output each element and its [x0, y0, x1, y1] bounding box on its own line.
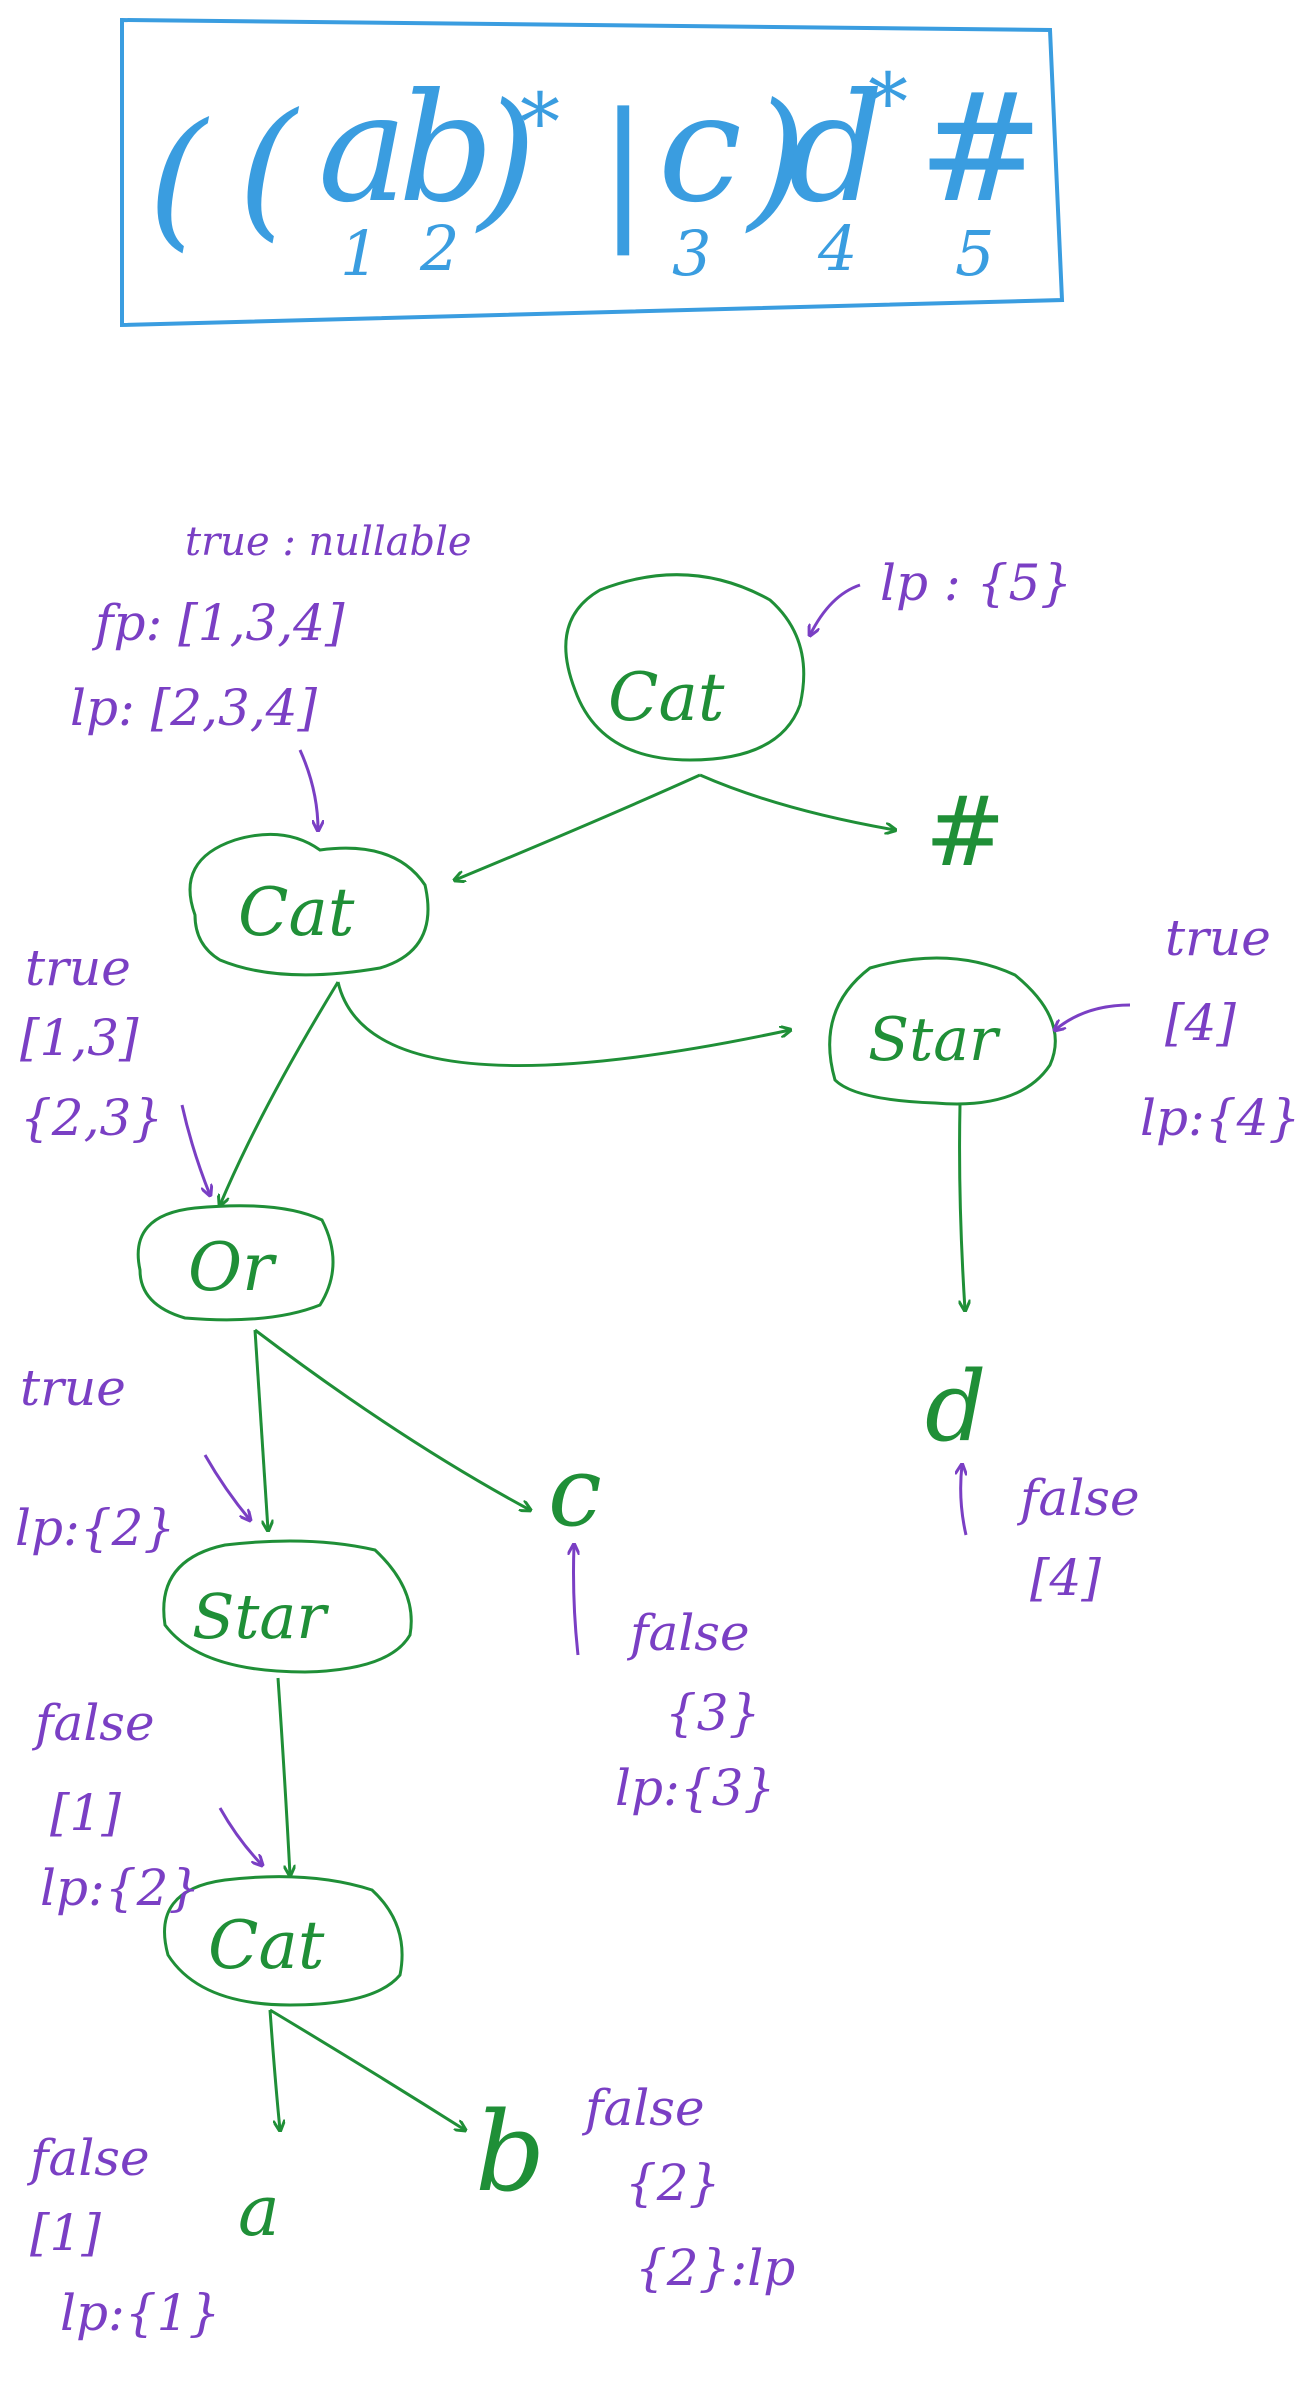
star-ab-nullable: true: [20, 1359, 126, 1417]
c-leaf-fp: {3}: [665, 1684, 760, 1742]
regex-char-star-2: *: [868, 56, 908, 149]
edge-cat-ab-to-b: [269, 2008, 465, 2130]
cat2-fp: fp: [1,3,4]: [91, 594, 345, 652]
regex-box-frame: [120, 17, 1065, 328]
regex-position-1: 1: [340, 217, 379, 290]
or-lp: {2,3}: [20, 1089, 163, 1147]
a-leaf-lp: lp:{1}: [60, 2284, 220, 2342]
node-star-d-shape: [828, 956, 1057, 1106]
node-cat-ab-label: Cat: [208, 1907, 325, 1984]
d-leaf-fp: [4]: [1030, 1549, 1101, 1607]
leaf-hash: #: [925, 776, 1005, 888]
node-cat2-shape: [188, 832, 430, 977]
edge-star-ab-to-cat-ab: [276, 1677, 290, 1875]
regex-char-a: a: [318, 62, 407, 236]
regex-box: ( ( a b ) * | c ) d * # 1 2 3 4 5: [120, 17, 1065, 328]
edge-or-to-star-ab: [253, 1329, 268, 1530]
leaf-a: a: [238, 2170, 280, 2252]
edge-cat2-to-or: [220, 981, 340, 1205]
d-leaf-nullable: false: [1016, 1469, 1140, 1527]
arrow-root-lp: [810, 583, 861, 635]
star-d-lp: lp:{4}: [1140, 1089, 1300, 1147]
leaf-b: b: [475, 2088, 545, 2216]
arrow-star-ab-annotation: [203, 1454, 250, 1520]
regex-position-4: 4: [817, 212, 857, 285]
b-leaf-nullable: false: [581, 2079, 705, 2137]
node-star-ab-label: Star: [192, 1580, 329, 1653]
cat-ab-nullable: false: [31, 1694, 155, 1752]
regex-position-3: 3: [672, 217, 711, 290]
arrow-star-d-annotation: [1055, 1003, 1131, 1030]
arrow-d-annotation: [961, 1465, 966, 1536]
leaf-d: d: [925, 1351, 986, 1463]
regex-char-star-1: *: [520, 76, 560, 169]
c-leaf-lp: lp:{3}: [615, 1759, 775, 1817]
leaf-c: c: [548, 1436, 602, 1548]
node-or: Or: [136, 1204, 335, 1322]
node-root-cat-label: Cat: [608, 659, 725, 736]
regex-position-5: 5: [955, 217, 994, 290]
star-d-fp: [4]: [1165, 994, 1236, 1052]
or-nullable: true: [25, 939, 131, 997]
b-leaf-fp: {2}: [625, 2154, 720, 2212]
arrow-cat2-annotation: [298, 749, 318, 830]
regex-char-close-paren-2: ): [745, 72, 807, 246]
cat-ab-lp: lp:{2}: [40, 1859, 200, 1917]
node-root-cat: Cat: [564, 573, 806, 762]
c-leaf-nullable: false: [626, 1604, 750, 1662]
node-star-ab: Star: [162, 1539, 413, 1674]
star-ab-lp: lp:{2}: [15, 1499, 175, 1557]
regex-char-open-paren-1: (: [148, 92, 210, 266]
regex-char-c: c: [658, 62, 742, 236]
tree-edges: [220, 773, 965, 2130]
cat2-lp: lp: [2,3,4]: [70, 679, 317, 737]
node-root-cat-shape: [564, 573, 806, 762]
b-leaf-lp: {2}:lp: [635, 2239, 795, 2297]
regex-char-hash: #: [918, 62, 1044, 236]
edge-or-to-c: [254, 1328, 530, 1510]
arrow-cat-ab-annotation: [218, 1807, 262, 1865]
edge-cat2-to-star-d: [336, 981, 790, 1067]
node-or-label: Or: [188, 1229, 277, 1306]
regex-char-d: d: [788, 62, 884, 236]
cat-ab-fp: [1]: [50, 1784, 121, 1842]
node-star-d-label: Star: [868, 1005, 1001, 1075]
star-d-nullable: true: [1165, 909, 1271, 967]
cat2-nullable: true : nullable: [185, 519, 472, 565]
regex-char-open-paren-2: (: [238, 82, 300, 256]
arrow-or-annotation: [180, 1104, 210, 1195]
or-fp: [1,3]: [20, 1009, 139, 1067]
regex-char-close-paren-1: ): [475, 72, 537, 246]
regex-char-pipe: |: [598, 82, 649, 256]
a-leaf-nullable: false: [26, 2129, 150, 2187]
node-cat2: Cat: [188, 832, 430, 977]
edge-root-to-hash: [699, 773, 895, 830]
node-star-d: Star: [828, 956, 1057, 1106]
root-lp: lp : {5}: [880, 554, 1072, 612]
edge-root-to-cat2: [455, 773, 701, 880]
edge-star-d-to-d: [958, 1104, 965, 1310]
node-cat-ab-shape: [163, 1875, 404, 2007]
node-star-ab-shape: [162, 1539, 413, 1674]
node-cat-ab: Cat: [163, 1875, 404, 2007]
a-leaf-fp: [1]: [30, 2204, 101, 2262]
regex-position-2: 2: [419, 212, 459, 285]
node-or-shape: [136, 1204, 335, 1322]
arrow-c-annotation: [574, 1545, 579, 1656]
annotation-arrows: [180, 583, 1131, 1865]
node-cat2-label: Cat: [238, 874, 355, 951]
edge-cat-ab-to-a: [268, 2009, 280, 2130]
regex-char-b: b: [398, 62, 494, 236]
